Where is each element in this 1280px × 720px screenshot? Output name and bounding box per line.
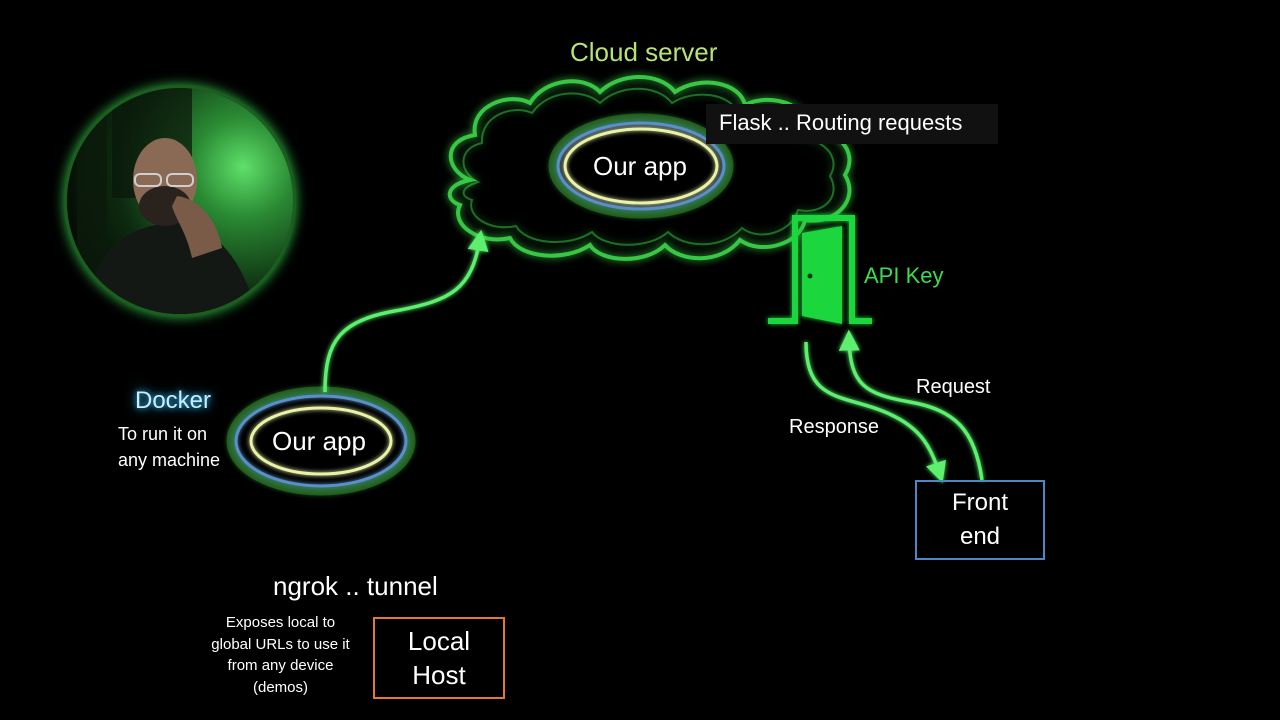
frontend-label: Front end xyxy=(951,489,1008,550)
api-key-label: API Key xyxy=(864,263,944,288)
docker-description: To run it on any machine xyxy=(118,424,221,470)
cloud-shape xyxy=(447,75,852,261)
app-label-bottom: Our app xyxy=(272,426,366,456)
frontend-box: Front end xyxy=(915,480,1045,560)
ngrok-description: Exposes local to global URLs to use it f… xyxy=(211,614,350,696)
request-label: Request xyxy=(916,376,991,398)
door-icon xyxy=(768,215,872,324)
request-arrow xyxy=(838,329,984,481)
docker-title: Docker xyxy=(135,387,212,414)
localhost-box: Local Host xyxy=(373,617,505,699)
app-ring-top xyxy=(548,113,734,219)
flask-label: Flask .. Routing requests xyxy=(719,110,963,135)
response-label: Response xyxy=(789,416,880,438)
app-label-top: Our app xyxy=(593,151,687,181)
presenter-figure xyxy=(77,88,257,314)
cloud-server-title: Cloud server xyxy=(570,37,718,67)
ngrok-title: ngrok .. tunnel xyxy=(273,571,438,601)
presenter-avatar xyxy=(67,88,293,314)
app-ring-bottom xyxy=(226,386,416,496)
response-arrow xyxy=(804,341,946,483)
localhost-label: Local Host xyxy=(407,626,471,690)
deploy-arrow xyxy=(323,229,489,393)
flask-label-box xyxy=(706,104,998,144)
